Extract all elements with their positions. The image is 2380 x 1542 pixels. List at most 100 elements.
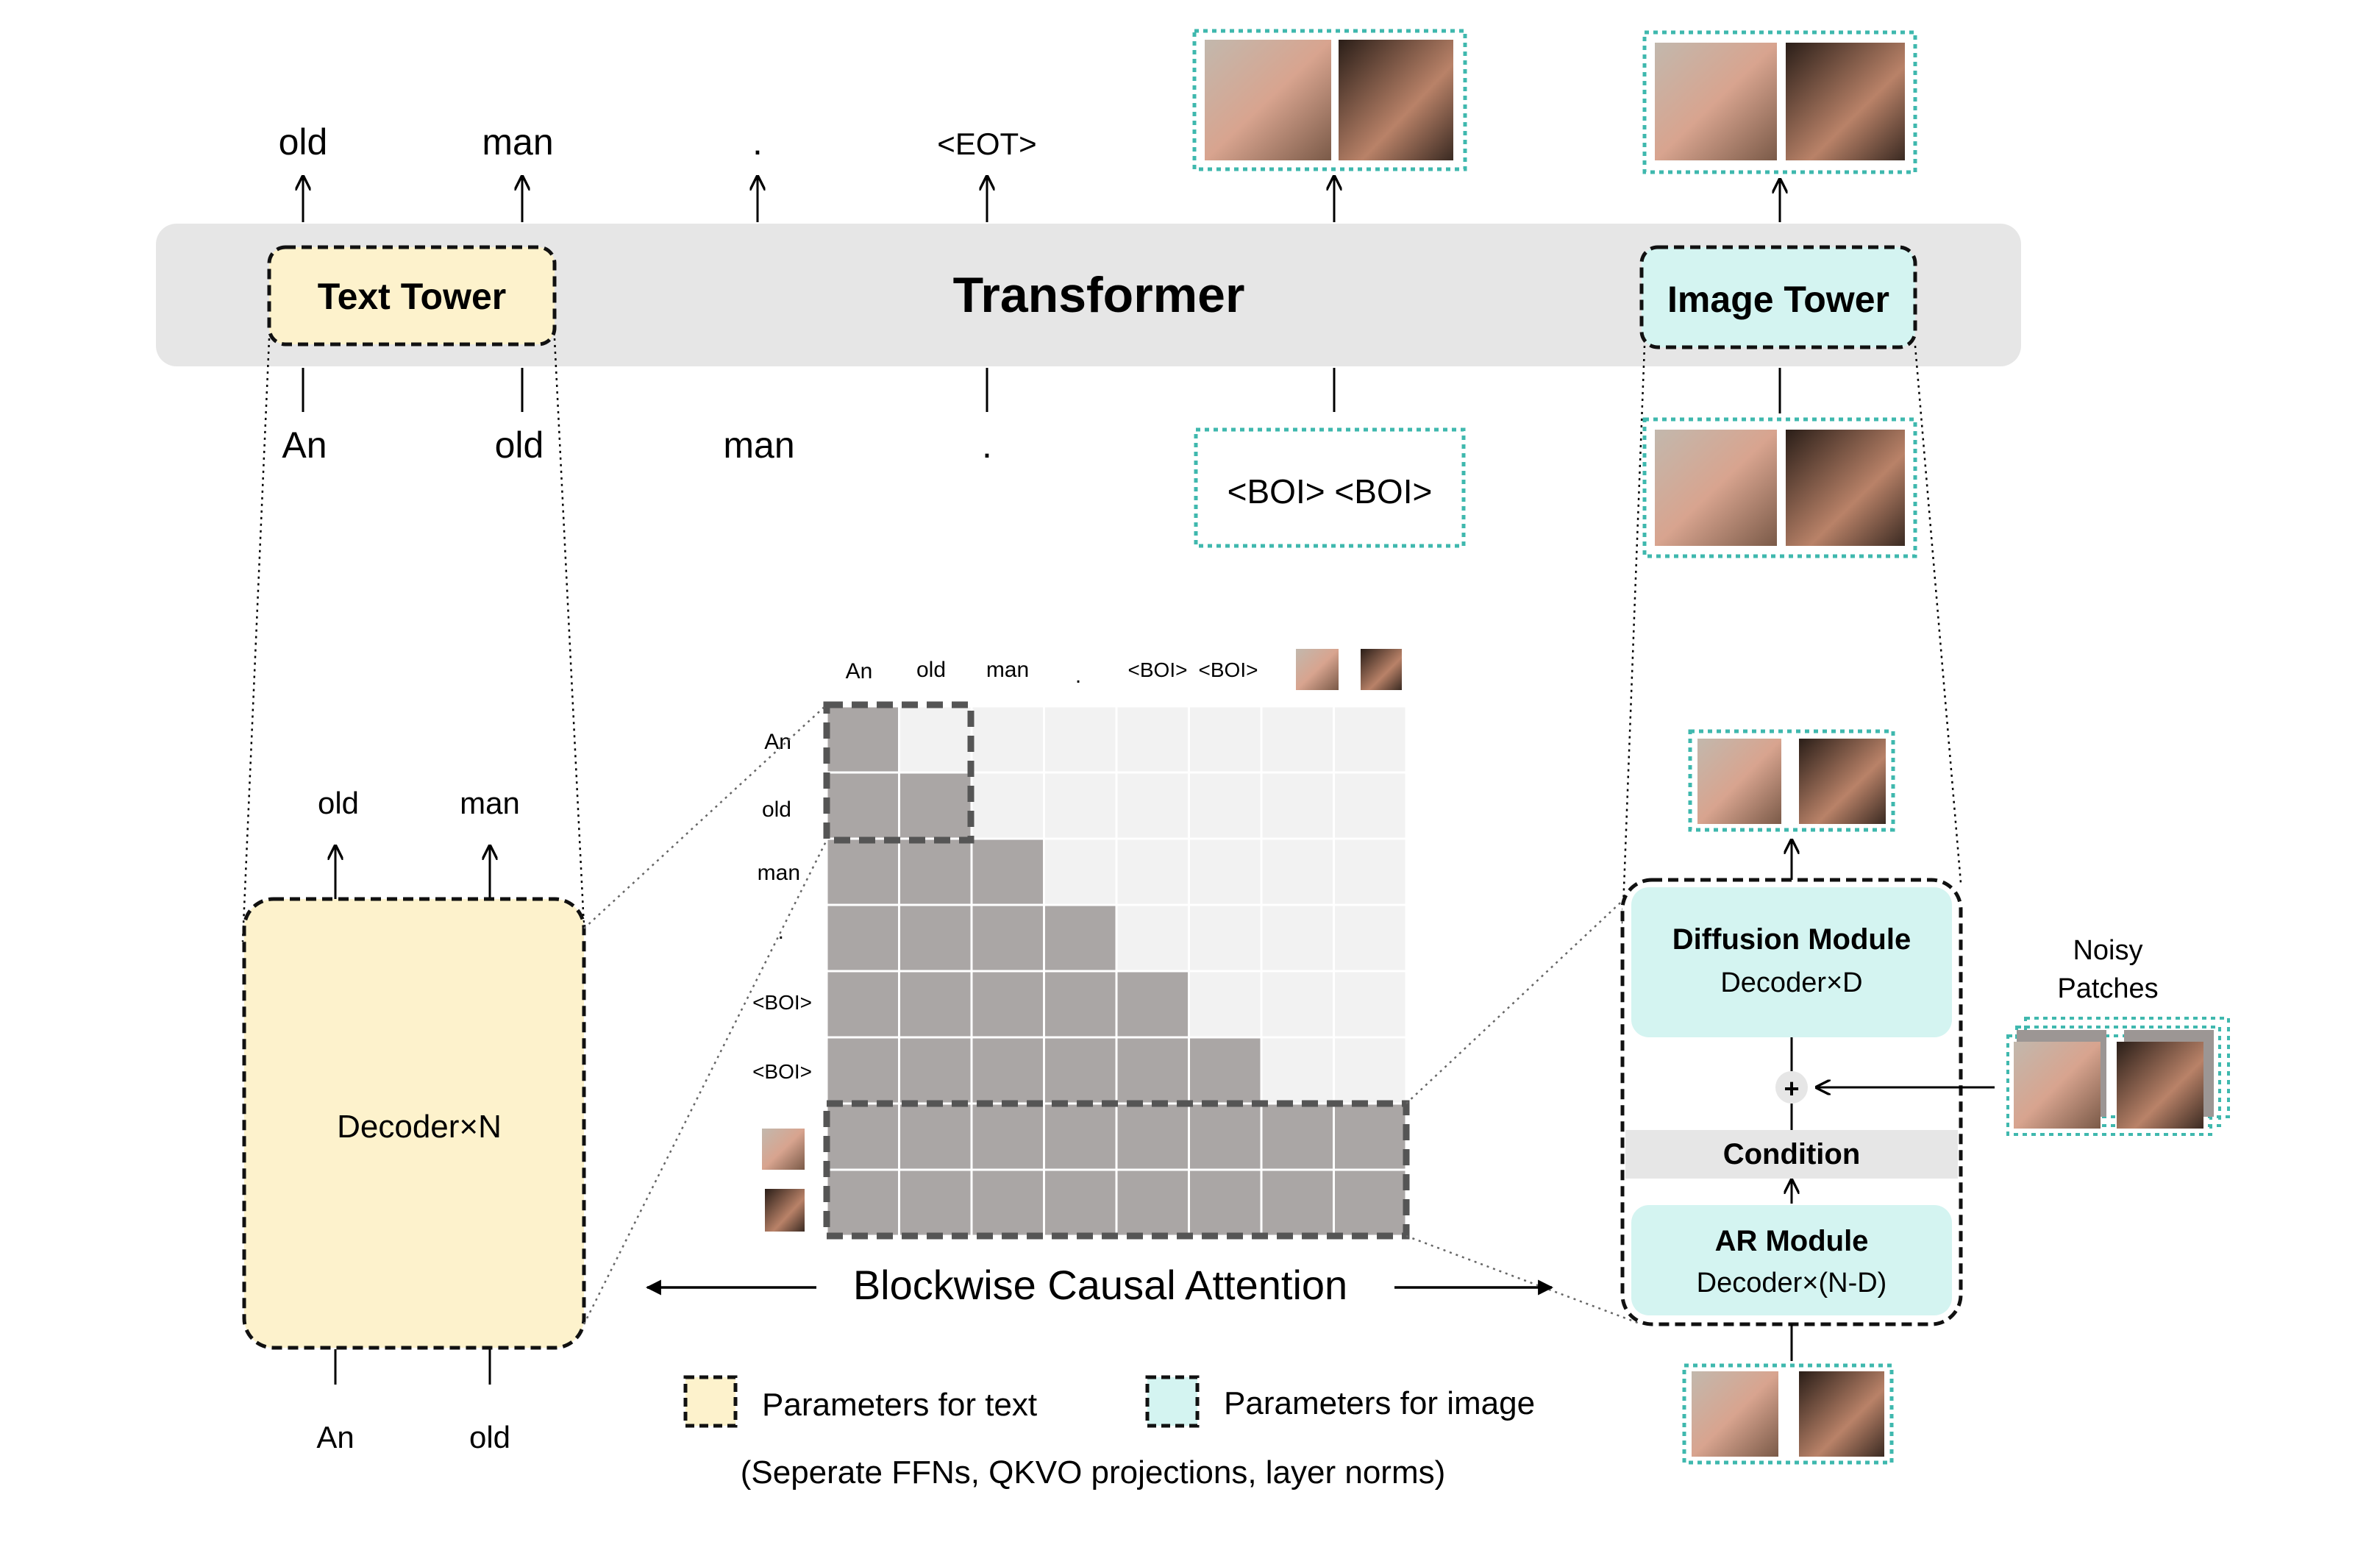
attention-cell [970, 1036, 1045, 1105]
attention-cell [1043, 1168, 1118, 1237]
condition-band [1625, 1130, 1958, 1179]
attention-cell [1260, 1102, 1335, 1171]
attention-cell [1260, 1168, 1335, 1237]
attention-cell [898, 1036, 973, 1105]
attention-col-label: <BOI> [1199, 658, 1258, 681]
attention-cell [1188, 1102, 1263, 1171]
attention-cell [825, 837, 900, 906]
attention-cell [1115, 771, 1190, 840]
attention-cell [970, 1168, 1045, 1237]
attention-cell [825, 970, 900, 1039]
attention-cell [1260, 771, 1335, 840]
image-block-outline [823, 1100, 1410, 1240]
attention-col-label: <BOI> [1128, 658, 1188, 681]
text-tower-label: Text Tower [318, 276, 507, 317]
attention-row-label: <BOI> [752, 991, 812, 1014]
attention-zoom-lines [582, 704, 1642, 1326]
top-output-word: old [279, 121, 328, 163]
top-output-word: . [752, 121, 763, 163]
attention-cell [898, 970, 973, 1039]
attention-cell [1188, 705, 1263, 774]
attention-cell [1115, 1102, 1190, 1171]
decoder-output-word: old [318, 786, 359, 820]
attention-cell [1260, 1036, 1335, 1105]
image-tower-label: Image Tower [1667, 279, 1889, 320]
attention-cell [1188, 837, 1263, 906]
decoder-input-word: An [316, 1420, 354, 1454]
attention-row-image-token [762, 1129, 805, 1170]
legend-image-label: Parameters for image [1224, 1385, 1535, 1421]
attention-cell [1043, 1102, 1118, 1171]
attention-row-label: An [764, 730, 791, 754]
ar-module-sub: Decoder×(N-D) [1697, 1268, 1887, 1298]
legend-text-label: Parameters for text [762, 1387, 1037, 1423]
text-decoder-box [242, 897, 586, 1350]
attention-cell [1260, 705, 1335, 774]
attention-cell [970, 903, 1045, 973]
attention-cell [898, 771, 973, 840]
top-input-word: man [723, 424, 794, 466]
attention-cell [1260, 903, 1335, 973]
attention-cell [1188, 903, 1263, 973]
attention-cell [1188, 970, 1263, 1039]
image-tower-output-patches [1642, 30, 1917, 174]
attention-col-label: man [986, 658, 1029, 682]
plus-symbol: + [1784, 1073, 1799, 1104]
legend-image-swatch [1145, 1375, 1200, 1428]
attention-cell [898, 837, 973, 906]
attention-cell [1115, 1036, 1190, 1105]
attention-cell [825, 1102, 900, 1171]
ar-module-title: AR Module [1715, 1225, 1869, 1257]
attention-cell [970, 1102, 1045, 1171]
attention-mask-grid [825, 705, 1408, 1237]
boi-tokens-label: <BOI> <BOI> [1228, 472, 1433, 511]
attention-cell [1188, 1036, 1263, 1105]
attention-cell [1115, 903, 1190, 973]
diffusion-module-box [1631, 887, 1952, 1037]
output-image-patches [1192, 29, 1467, 171]
attention-cell [898, 1168, 973, 1237]
attention-cell [1188, 1168, 1263, 1237]
attention-row-label: man [758, 861, 800, 885]
boi-tokens-box [1194, 427, 1466, 548]
transformer-band [156, 224, 2021, 366]
attention-cell [1333, 1168, 1408, 1237]
attention-cell [1333, 903, 1408, 973]
text-tower-box [267, 245, 557, 347]
legend: Parameters for text Parameters for image… [683, 1375, 1535, 1491]
top-section: Transformer Text Tower Image Tower old m… [156, 29, 2021, 558]
attention-cell [1333, 1036, 1408, 1105]
noisy-patches-label-1: Noisy [2073, 935, 2142, 966]
attention-cell [1043, 1036, 1118, 1105]
ar-input-patches [1682, 1363, 1894, 1465]
attention-cell [1260, 837, 1335, 906]
attention-cell [1333, 970, 1408, 1039]
attention-cell [970, 705, 1045, 774]
attention-cell [825, 771, 900, 840]
attention-caption: Blockwise Causal Attention [853, 1262, 1347, 1308]
attention-row-label: <BOI> [752, 1060, 812, 1083]
attention-cell [1333, 705, 1408, 774]
noisy-patches-stack [2006, 1017, 2230, 1136]
attention-cell [825, 705, 900, 774]
ar-module-box [1631, 1205, 1952, 1315]
attention-col-image-token [1361, 649, 1402, 690]
diffusion-output-patches [1688, 729, 1895, 832]
top-input-word: An [282, 424, 327, 466]
plus-node [1775, 1071, 1808, 1104]
attention-col-image-token [1296, 649, 1339, 690]
attention-cell [825, 903, 900, 973]
attention-cell [970, 837, 1045, 906]
text-decoder-label: Decoder×N [337, 1109, 502, 1145]
top-input-word: . [982, 424, 992, 466]
attention-col-label: An [846, 659, 873, 683]
attention-cell [1333, 837, 1408, 906]
attention-cell [1115, 837, 1190, 906]
diffusion-module-sub: Decoder×D [1720, 967, 1862, 998]
condition-label: Condition [1723, 1138, 1861, 1170]
right-tower-section: Diffusion Module Decoder×D + Condition A… [1620, 345, 2230, 1465]
attention-col-label: . [1075, 664, 1081, 688]
top-input-word: old [495, 424, 544, 466]
attention-cell [1043, 837, 1118, 906]
